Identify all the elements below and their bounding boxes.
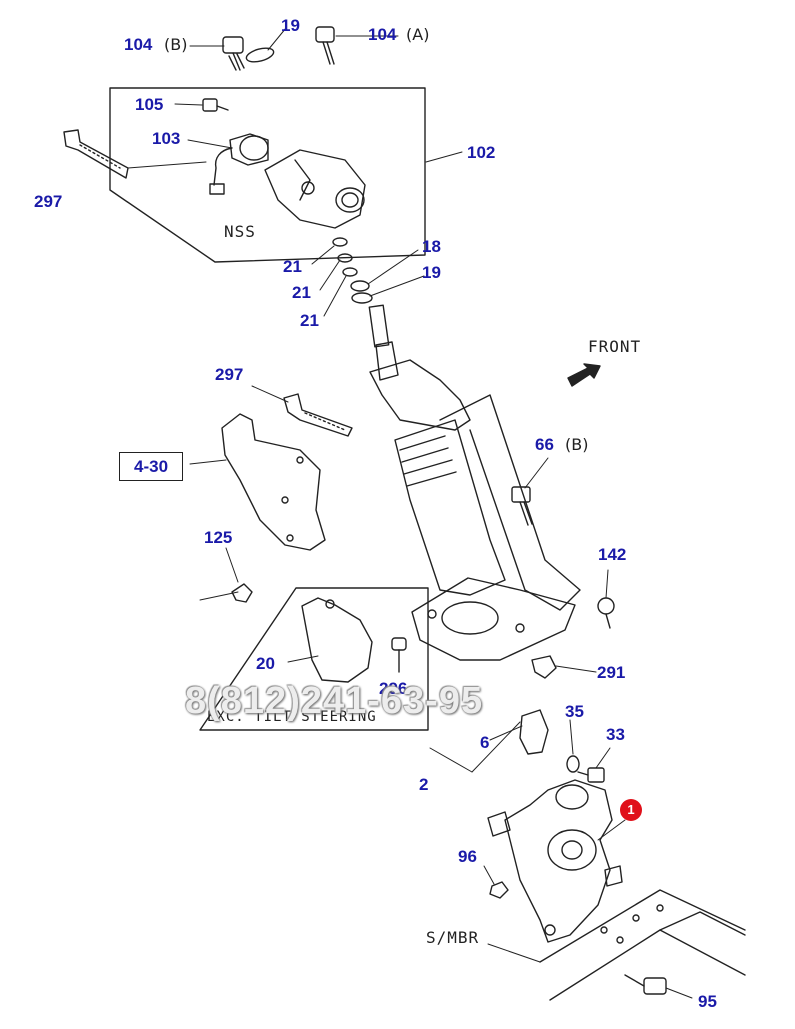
- callout-4-30-ref[interactable]: 4-30: [119, 452, 184, 481]
- callout-21-c: 21: [300, 311, 319, 330]
- callout-21-b: 21: [292, 283, 311, 302]
- callout-104-b-variant: (B): [164, 35, 188, 54]
- leader-lines: [127, 27, 693, 999]
- bolt-104-a: [315, 26, 335, 65]
- watermark-phone: 8(812)241-63-95: [185, 680, 484, 722]
- side-member-frame: [539, 889, 746, 1001]
- front-arrow-icon: [567, 363, 601, 387]
- callout-297-top: 297: [34, 192, 63, 211]
- washer-21-a: [332, 237, 348, 247]
- callout-1-marker[interactable]: 1: [620, 799, 642, 821]
- note-nss: NSS: [224, 222, 256, 241]
- bolt-33: [577, 767, 605, 783]
- callout-297-mid: 297: [215, 365, 244, 384]
- bolt-66: [511, 486, 533, 526]
- screw-105: [202, 98, 229, 112]
- note-exc-tilt-steering: EXC. TILT STEERING: [207, 709, 377, 725]
- callout-291: 291: [597, 663, 626, 682]
- washer-21-b: [337, 253, 353, 263]
- steering-shaft: [368, 304, 471, 431]
- washer-21-c: [342, 267, 358, 277]
- screw-142: [597, 597, 615, 629]
- clip-19-top: [245, 47, 275, 63]
- callout-19-top: 19: [281, 16, 300, 35]
- callout-6: 6: [480, 733, 490, 752]
- note-smbr: S/MBR: [426, 928, 480, 947]
- group-box-102: [109, 87, 426, 263]
- bracket-4-30: [221, 413, 326, 551]
- callout-18: 18: [422, 237, 441, 256]
- callout-296: 296: [379, 679, 408, 698]
- lock-assembly: [209, 133, 366, 229]
- band-297-mid: [283, 393, 353, 437]
- clip-19-bottom: [351, 292, 373, 304]
- callout-142: 142: [598, 545, 627, 564]
- callout-96: 96: [458, 847, 477, 866]
- clip-125: [231, 583, 253, 603]
- callout-104-a-variant: (A): [406, 25, 430, 44]
- callout-104-b: 104: [124, 35, 153, 54]
- steering-gear: [487, 779, 623, 943]
- group-box-exc-tilt: [199, 587, 429, 731]
- callout-20: 20: [256, 654, 275, 673]
- clip-291: [531, 655, 557, 679]
- callout-33: 33: [606, 725, 625, 744]
- callout-2: 2: [419, 775, 429, 794]
- callout-66: 66: [535, 435, 554, 454]
- callout-125: 125: [204, 528, 233, 547]
- band-297-top: [63, 129, 129, 179]
- callout-104-a: 104: [368, 25, 397, 44]
- callout-21-a: 21: [283, 257, 302, 276]
- washer-18: [350, 280, 370, 292]
- callout-35: 35: [565, 702, 584, 721]
- joint-6: [519, 709, 549, 755]
- bolt-95: [624, 974, 667, 995]
- column-flange: [411, 577, 576, 661]
- nut-96: [489, 881, 509, 899]
- callout-19-bottom: 19: [422, 263, 441, 282]
- callout-66-variant: (B): [565, 435, 589, 454]
- callout-105: 105: [135, 95, 164, 114]
- washer-35: [566, 755, 580, 773]
- note-front: FRONT: [588, 337, 642, 356]
- cover-20: [301, 597, 373, 683]
- callout-95: 95: [698, 992, 717, 1011]
- column-tube: [394, 394, 581, 611]
- callout-102: 102: [467, 143, 496, 162]
- callout-103: 103: [152, 129, 181, 148]
- bolt-104-b: [222, 36, 245, 71]
- clip-296: [391, 637, 407, 673]
